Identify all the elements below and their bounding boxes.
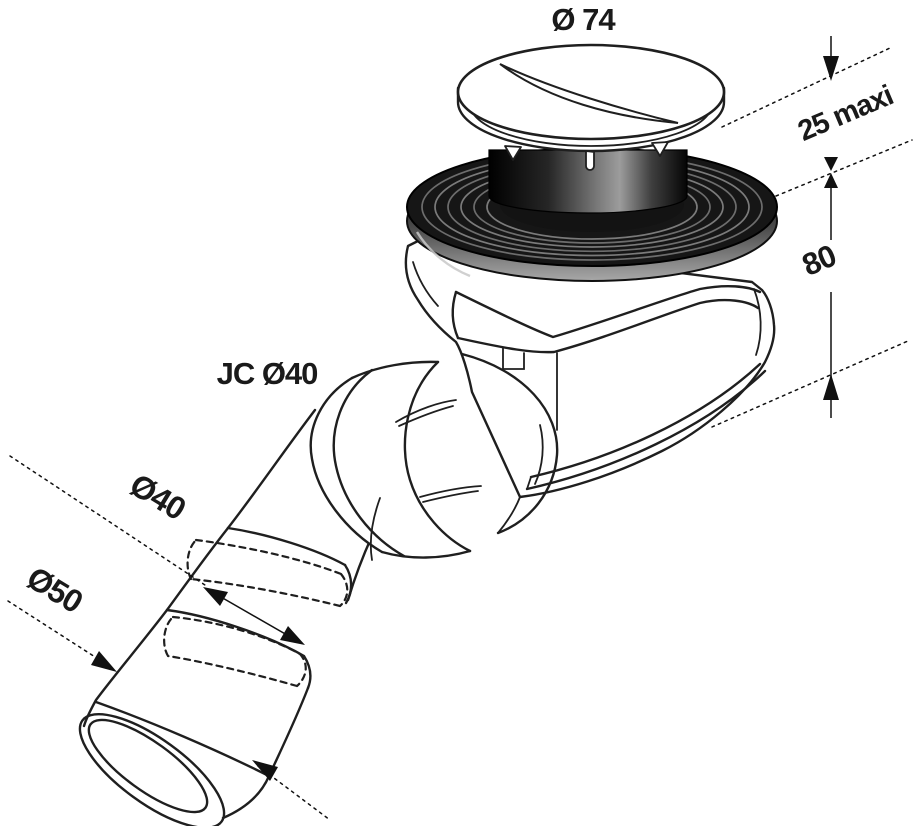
collar-top-rim — [226, 526, 347, 567]
pipe-left-edge-mid — [165, 526, 230, 612]
pipe-mouth-inner — [87, 718, 209, 814]
collar-right-end — [343, 563, 353, 605]
max-thickness-label: 25 maxi — [793, 80, 897, 148]
nut-left-band — [309, 376, 384, 554]
body-left-inner-line — [412, 261, 439, 307]
dim-arrowhead-up-icon — [824, 173, 838, 188]
hidden-collar-b — [163, 615, 307, 688]
height-label: 80 — [797, 238, 841, 283]
body-band-endcap — [526, 476, 532, 490]
telescopic-section-dashed — [163, 538, 349, 688]
slide-arrowhead-up-icon — [203, 587, 228, 606]
cap-tab-left — [504, 145, 522, 161]
cap-skirt-lip — [469, 103, 713, 147]
nut-bottom-edge — [380, 549, 472, 559]
cap-diameter-label: Ø 74 — [551, 2, 616, 37]
socket-to-body-line — [497, 496, 521, 534]
body-right-inner-line — [753, 288, 762, 356]
nut-right-band — [403, 360, 472, 553]
leader-line-outlet-lower — [257, 765, 331, 821]
sleeve-left-edge — [82, 608, 169, 728]
body-band-bottom — [525, 369, 767, 491]
nut-mid-band — [332, 368, 406, 558]
extension-line-body-bottom — [711, 340, 909, 428]
spout-wedge-left-edge — [451, 290, 460, 340]
extension-line-flange-top — [775, 139, 913, 197]
cap-tab-center — [585, 150, 595, 171]
push-cap — [456, 43, 726, 171]
sleeve-step-line — [94, 700, 271, 778]
body-band-top — [529, 362, 762, 479]
slide-adjust-line — [213, 592, 295, 640]
extension-line-cap-rim — [721, 47, 891, 128]
nut-rib-top — [395, 399, 457, 427]
outlet-socket-arc — [460, 352, 559, 535]
body-silhouette — [404, 238, 776, 499]
spout-wedge-top-edge — [454, 284, 762, 339]
nut-rib-bottom — [419, 485, 482, 503]
pipe-mouth-outer — [78, 713, 226, 826]
sleeve-fill — [80, 610, 311, 826]
cap-dome — [456, 43, 726, 141]
outlet-diameter-label: Ø50 — [21, 559, 89, 620]
spout-wedge-front-edge — [456, 298, 760, 354]
dim-arrowhead-up-icon — [823, 374, 839, 400]
cap-slit — [499, 63, 679, 124]
slide-arrowhead-down-icon — [280, 626, 305, 645]
cap-tab-right — [651, 141, 669, 157]
leader-arrowhead-icon — [91, 651, 117, 672]
stem — [488, 149, 688, 214]
hidden-collar-a — [186, 538, 349, 608]
pipe-nut-interface — [369, 497, 381, 561]
pipe-upper-left-edge — [226, 408, 317, 530]
pipe-diameter-label: Ø40 — [124, 466, 192, 527]
compression-nut — [309, 360, 482, 561]
flange-highlight — [415, 231, 471, 278]
body-clip-tab — [502, 347, 525, 370]
nut-top-edge — [350, 360, 440, 380]
dim-arrowhead-down-icon — [824, 157, 838, 171]
outlet-socket-inner-arc — [534, 424, 544, 485]
dim-arrowhead-down-icon — [823, 56, 839, 81]
nut-fill — [310, 362, 470, 558]
joint-label: JC Ø40 — [217, 356, 318, 391]
leader-line-outlet-upper — [7, 600, 107, 665]
drain-body — [404, 238, 776, 535]
